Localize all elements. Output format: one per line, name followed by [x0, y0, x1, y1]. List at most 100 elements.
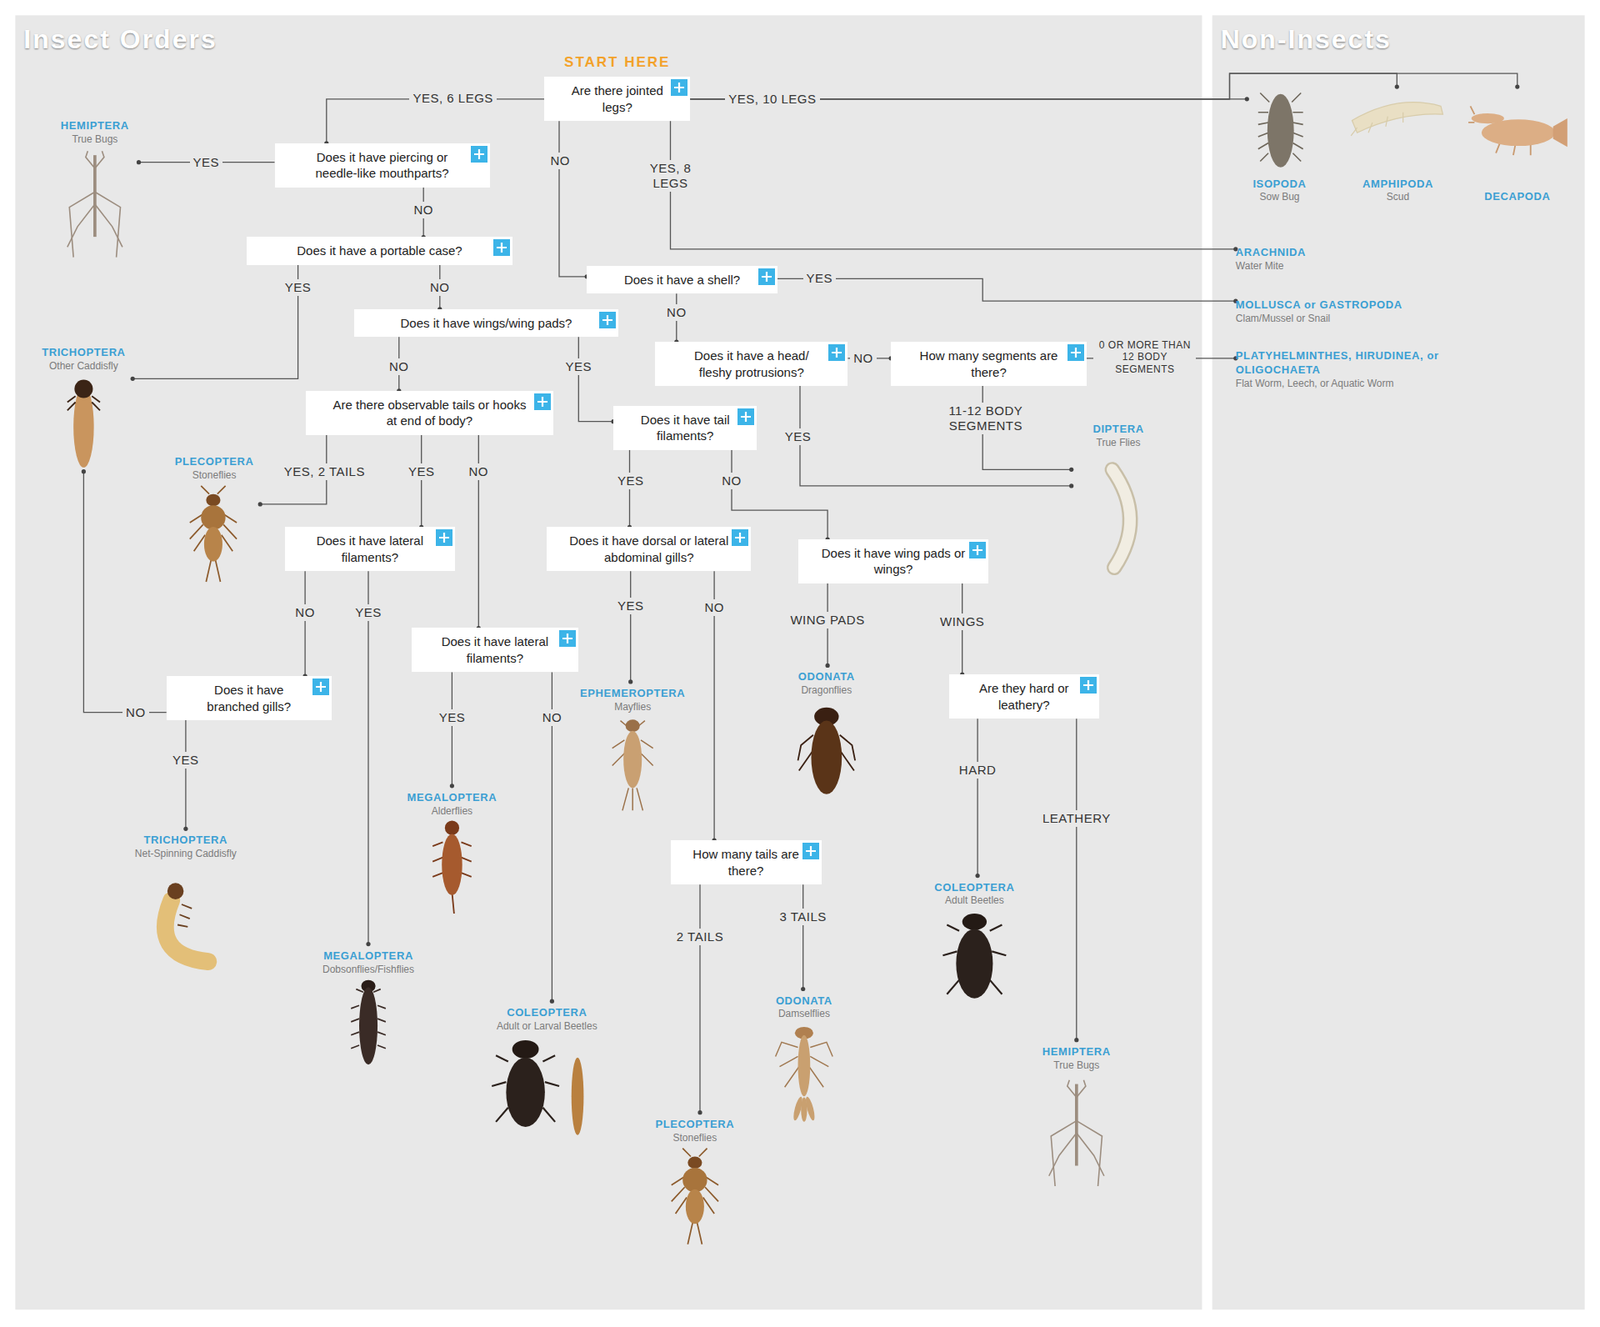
common-name: Sow Bug	[1259, 190, 1300, 205]
info-icon-ground	[534, 393, 551, 410]
taxon-group: ODONATADragonflies	[783, 665, 870, 798]
common-name: Stoneflies	[673, 1131, 718, 1145]
common-name: Stoneflies	[192, 469, 237, 483]
info-icon-plus	[562, 633, 573, 644]
info-icon-plus	[496, 242, 507, 253]
question-text: Does it have branched gills?	[188, 681, 310, 715]
end-dot	[1395, 85, 1400, 90]
question-box: How many segments are there?	[890, 341, 1087, 386]
info-icon	[758, 268, 775, 285]
water-strider-figure-part	[95, 204, 123, 247]
edge-label: NO	[122, 704, 150, 721]
question-text: Does it have lateral filaments?	[306, 532, 434, 565]
question-text: Does it have piercing or needle-like mou…	[296, 149, 469, 182]
edge-label: YES	[781, 428, 815, 445]
end-dot	[628, 679, 633, 684]
info-icon	[737, 408, 755, 425]
edge-label: NO	[850, 350, 877, 367]
question-box: Does it have tail filaments?	[613, 405, 757, 450]
end-dot	[1069, 467, 1074, 472]
common-name: True Bugs	[71, 133, 118, 147]
panel: Non-InsectsISOPODASow BugAMPHIPODAScudDE…	[1212, 15, 1585, 1310]
question-box: Does it have wings/wing pads?	[354, 309, 619, 338]
question-box: Are they hard or leathery?	[949, 674, 1100, 719]
beetle-figure-part	[955, 928, 993, 998]
question-box: Does it have lateral filaments?	[285, 526, 455, 571]
info-icon-plus	[474, 149, 485, 160]
connector	[976, 718, 978, 875]
water-strider-figure-part	[95, 191, 121, 257]
connector	[802, 884, 804, 989]
edge-label: NO	[291, 604, 319, 621]
edge-label: NO	[426, 279, 454, 296]
info-icon-ground	[312, 678, 330, 695]
connector	[559, 120, 587, 276]
taxon-group: COLEOPTERAAdult Beetles	[921, 875, 1028, 1012]
question-text: Does it have dorsal or lateral abdominal…	[568, 532, 730, 565]
question-box: Does it have branched gills?	[166, 675, 332, 720]
panel-title: Non-Insects	[1220, 23, 1392, 55]
net-spinning-caddisfly-figure-part	[165, 900, 208, 961]
info-icon	[802, 842, 820, 860]
common-name: Net-Spinning Caddisfly	[135, 847, 237, 861]
taxon-group: MEGALOPTERAAlderflies	[400, 785, 503, 916]
question-text: Does it have lateral filaments?	[433, 633, 558, 666]
question-text: Does it have a head/ fleshy protrusions?	[676, 347, 826, 380]
water-strider-figure-part	[69, 191, 95, 257]
info-icon-plus	[1083, 680, 1094, 690]
connector	[578, 336, 614, 421]
question-text: Does it have a portable case?	[268, 242, 490, 260]
taxon-name: ODONATA	[798, 670, 855, 685]
taxon-group: ISOPODASow Bug	[1246, 86, 1312, 210]
common-name: Flat Worm, Leech, or Aquatic Worm	[1235, 377, 1395, 391]
water-strider-figure	[67, 150, 123, 257]
end-dot	[365, 941, 370, 946]
info-icon-ground	[969, 541, 986, 559]
edge-label: WINGS	[936, 613, 988, 630]
crayfish-figure-part	[1553, 118, 1568, 147]
info-icon	[493, 239, 510, 256]
connector	[1075, 718, 1077, 1040]
info-icon	[731, 529, 749, 546]
info-icon-plus	[674, 82, 685, 93]
edge-label: HARD	[955, 761, 1000, 779]
taxon-name: AMPHIPODA	[1362, 177, 1434, 192]
end-dot	[975, 873, 980, 878]
end-dot	[183, 826, 188, 831]
taxon-name: COLEOPTERA	[506, 1005, 587, 1020]
info-icon-ground	[1080, 676, 1097, 694]
stonefly-figure-part	[190, 485, 237, 582]
beetle-figure	[942, 913, 1006, 999]
taxon-group: DECAPODA	[1466, 86, 1569, 210]
question-box: Are there observable tails or hooks at e…	[305, 390, 553, 435]
connector	[670, 120, 1236, 249]
scud-figure-part	[1350, 112, 1403, 136]
end-dot	[1069, 483, 1074, 488]
edge-label: YES, 10 LEGS	[725, 90, 820, 108]
taxon-name: HEMIPTERA	[60, 119, 130, 134]
question-text: Does it have wing pads or wings?	[820, 545, 968, 578]
info-icon	[828, 344, 845, 361]
info-icon-ground	[737, 408, 755, 425]
question-box: Does it have piercing or needle-like mou…	[275, 143, 490, 188]
scud-figure-part	[1351, 102, 1443, 133]
crayfish-figure-part	[1481, 119, 1555, 146]
end-dot	[1515, 85, 1520, 90]
taxon-group: EPHEMEROPTERAMayflies	[569, 681, 696, 815]
info-icon-ground	[599, 311, 616, 329]
common-name: Adult Beetles	[945, 894, 1005, 908]
taxon-group: HEMIPTERATrue Bugs	[50, 114, 139, 260]
taxon-name: MEGALOPTERA	[407, 790, 498, 805]
edge-label: YES, 2 TAILS	[280, 463, 369, 480]
mayfly-figure	[612, 719, 654, 810]
edge-label: 0 OR MORE THAN 12 BODY SEGMENTS	[1093, 338, 1196, 376]
sow-bug-figure-part	[1267, 94, 1295, 168]
dragonfly-figure-part	[810, 720, 842, 795]
taxon-name: EPHEMEROPTERA	[580, 686, 685, 701]
taxon-group: COLEOPTERAAdult or Larval Beetles	[475, 1000, 619, 1140]
connector	[800, 385, 1072, 486]
info-icon	[435, 529, 453, 546]
start-heading: START HERE	[519, 53, 715, 72]
edge-label: LEATHERY	[1039, 810, 1115, 827]
info-icon-plus	[972, 545, 983, 555]
